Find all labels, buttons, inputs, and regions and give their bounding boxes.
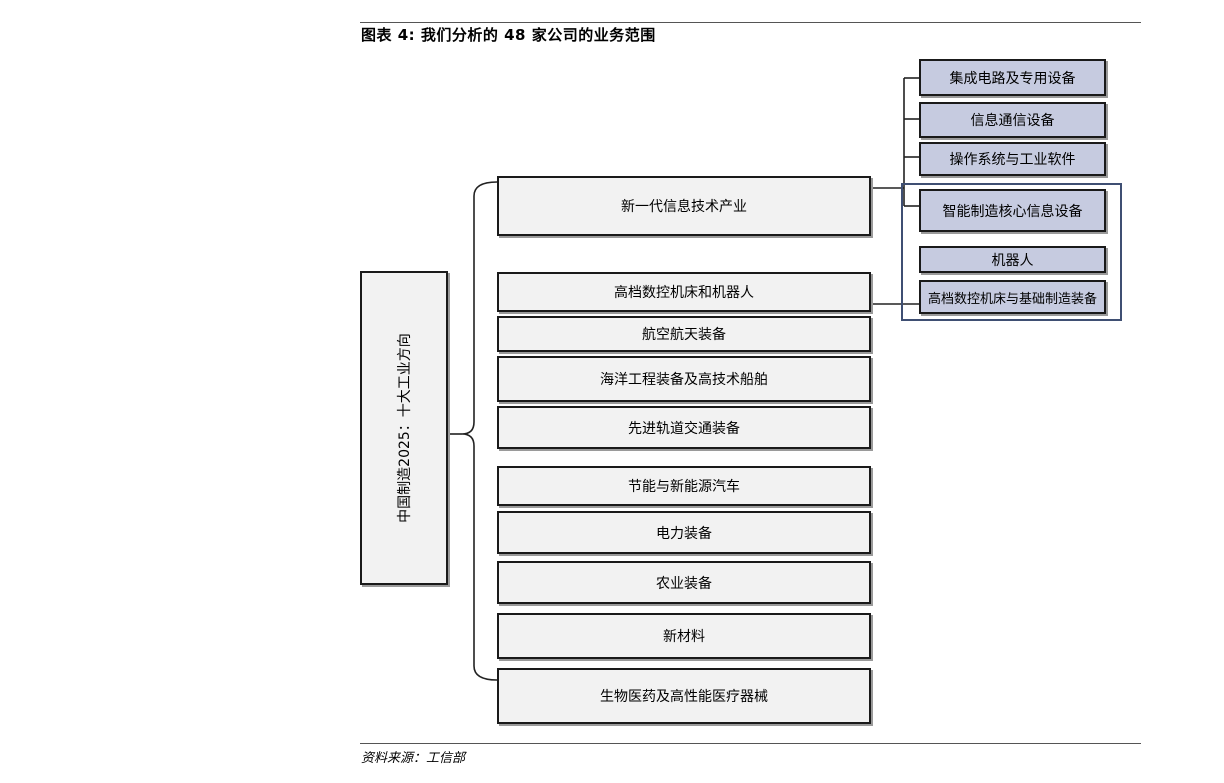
subcategory-box: 操作系统与工业软件 xyxy=(919,142,1106,176)
category-label: 先进轨道交通装备 xyxy=(628,420,740,437)
top-rule xyxy=(360,22,1141,23)
subcategory-label: 高档数控机床与基础制造装备 xyxy=(927,291,1097,307)
subcategory-box: 信息通信设备 xyxy=(919,102,1106,138)
category-box: 节能与新能源汽车 xyxy=(497,466,871,506)
subcategory-box: 集成电路及专用设备 xyxy=(919,59,1106,96)
root-box: 中国制造2025：十大工业方向 xyxy=(360,271,448,585)
brace-path xyxy=(461,181,498,681)
category-box: 海洋工程装备及高技术船舶 xyxy=(497,356,871,402)
category-label: 新材料 xyxy=(663,629,705,645)
category-box: 农业装备 xyxy=(497,561,871,604)
root-label: 中国制造2025：十大工业方向 xyxy=(397,333,414,523)
highlight-frame xyxy=(901,183,1122,321)
category-box: 先进轨道交通装备 xyxy=(497,406,871,449)
category-box: 电力装备 xyxy=(497,511,871,554)
subcategory-box: 机器人 xyxy=(919,246,1106,273)
subcategory-box: 高档数控机床与基础制造装备 xyxy=(919,280,1106,314)
source-note: 资料来源：工信部 xyxy=(361,751,466,766)
category-label: 海洋工程装备及高技术船舶 xyxy=(600,372,768,388)
category-box: 生物医药及高性能医疗器械 xyxy=(497,668,871,724)
bottom-rule xyxy=(360,743,1141,744)
subcategory-label: 智能制造核心信息设备 xyxy=(942,203,1083,220)
category-label: 电力装备 xyxy=(656,525,712,542)
category-box: 高档数控机床和机器人 xyxy=(497,272,871,312)
category-box: 新材料 xyxy=(497,613,871,659)
subcategory-label: 操作系统与工业软件 xyxy=(949,152,1076,168)
category-label: 生物医药及高性能医疗器械 xyxy=(600,689,768,705)
category-box: 新一代信息技术产业 xyxy=(497,176,871,236)
category-label: 节能与新能源汽车 xyxy=(628,479,740,495)
subcategory-label: 机器人 xyxy=(991,252,1034,269)
category-box: 航空航天装备 xyxy=(497,316,871,352)
category-label: 农业装备 xyxy=(656,575,712,592)
subcategory-label: 信息通信设备 xyxy=(970,113,1055,129)
category-label: 新一代信息技术产业 xyxy=(621,199,747,215)
subcategory-label: 集成电路及专用设备 xyxy=(949,70,1076,87)
category-label: 航空航天装备 xyxy=(642,327,726,343)
figure-title: 图表 4: 我们分析的 48 家公司的业务范围 xyxy=(361,26,656,44)
subcategory-box: 智能制造核心信息设备 xyxy=(919,189,1106,232)
category-label: 高档数控机床和机器人 xyxy=(614,285,754,301)
